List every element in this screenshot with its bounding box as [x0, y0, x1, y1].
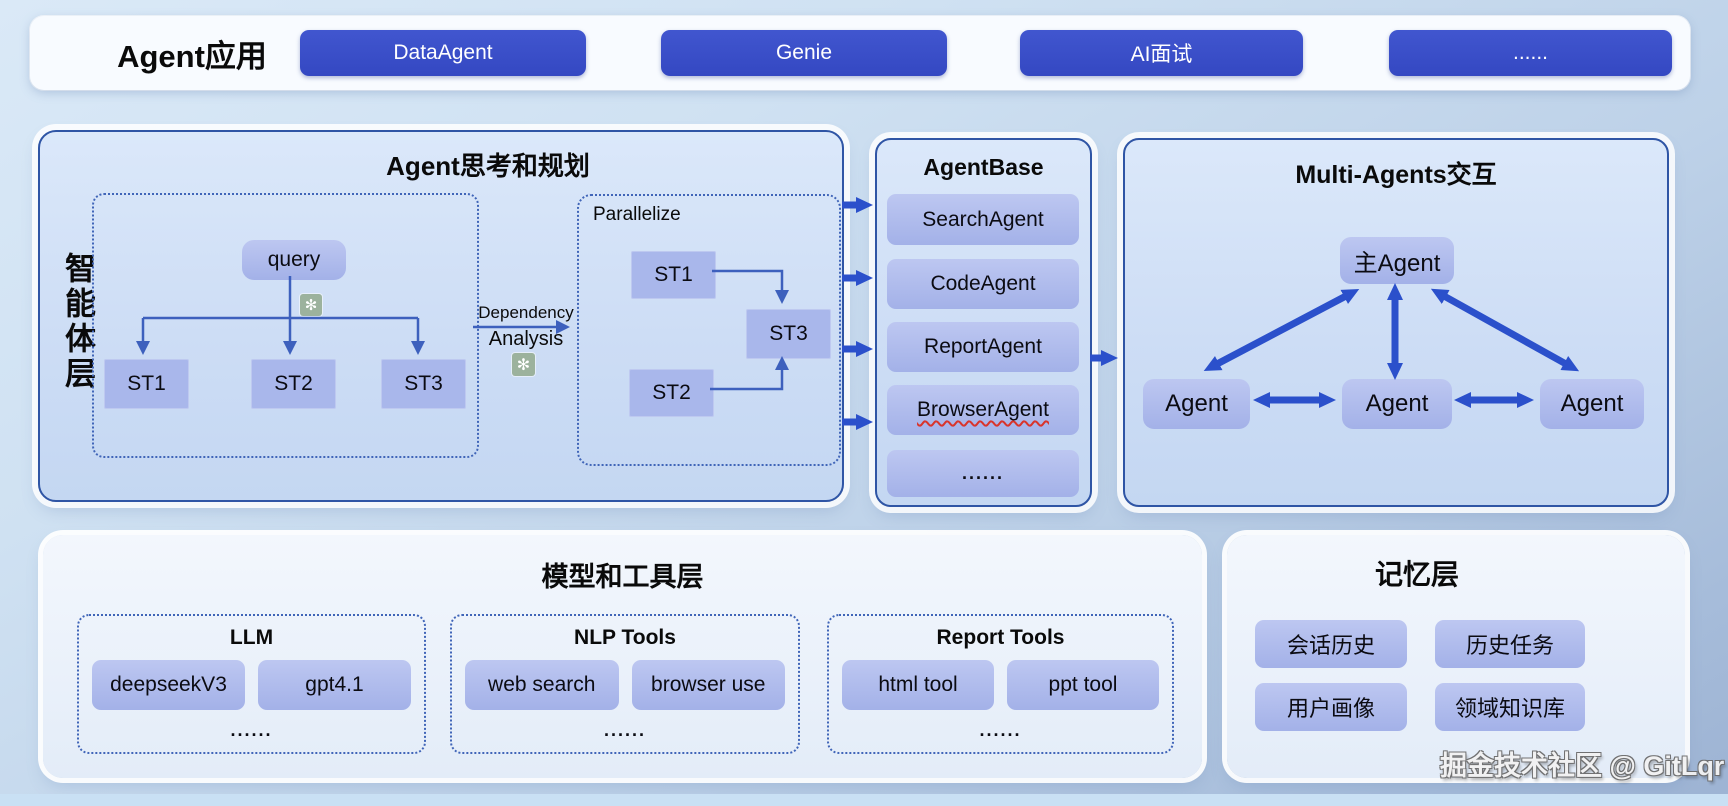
subtask-node-st2: ST2	[251, 359, 336, 409]
agentbase-item-browseragent: BrowserAgent	[887, 385, 1079, 435]
tool-chip-html-tool: html tool	[842, 660, 994, 710]
query-node: query	[242, 240, 346, 280]
memory-chip-domain-kb: 领域知识库	[1435, 683, 1585, 731]
tool-group-report: Report Tools html tool ppt tool ......	[827, 614, 1174, 754]
memory-chip-history-tasks: 历史任务	[1435, 620, 1585, 668]
agentbase-item-more: ......	[887, 450, 1079, 497]
agentbase-item-searchagent: SearchAgent	[887, 194, 1079, 245]
app-button-genie[interactable]: Genie	[661, 30, 947, 76]
agent-node-left: Agent	[1143, 379, 1250, 429]
tool-chip-gpt41: gpt4.1	[258, 660, 411, 710]
subtask-node-st3: ST3	[381, 359, 466, 409]
main-agent-node: 主Agent	[1340, 237, 1454, 284]
agent-node-right: Agent	[1540, 379, 1644, 429]
agent-planning-panel: Agent思考和规划 智能体层 query ST1 ST2 ST3 ✻ Depe…	[38, 130, 844, 502]
tool-group-report-title: Report Tools	[936, 626, 1065, 649]
agent-node-middle: Agent	[1342, 379, 1452, 429]
parallelize-st3: ST3	[746, 309, 831, 359]
tool-group-llm: LLM deepseekV3 gpt4.1 ......	[77, 614, 426, 754]
agentbase-title: AgentBase	[923, 154, 1044, 180]
planning-title: Agent思考和规划	[386, 151, 590, 181]
agentbase-panel: AgentBase SearchAgent CodeAgent ReportAg…	[875, 138, 1092, 507]
memory-chip-user-profile: 用户画像	[1255, 683, 1407, 731]
task-decompose-box: query ST1 ST2 ST3	[92, 193, 479, 458]
openai-icon-decompose: ✻	[300, 294, 322, 316]
memory-layer-title: 记忆层	[1374, 559, 1459, 590]
agent-layer-side-label: 智能体层	[60, 252, 95, 392]
parallelize-title: Parallelize	[593, 204, 681, 225]
tool-chip-browser-use: browser use	[631, 660, 785, 710]
watermark: 掘金技术社区 @ GitLqr	[1440, 751, 1725, 781]
memory-chip-session-history: 会话历史	[1255, 620, 1407, 668]
parallelize-box: Parallelize ST1 ST3 ST2	[577, 194, 841, 466]
dependency-analysis-label: Dependency Analysis	[468, 304, 584, 349]
agentbase-item-codeagent: CodeAgent	[887, 259, 1079, 309]
agent-apps-title: Agent应用	[117, 38, 267, 74]
tools-layer-title: 模型和工具层	[541, 562, 704, 592]
bottom-strip	[0, 794, 1728, 806]
tool-chip-web-search: web search	[465, 660, 619, 710]
agentbase-item-reportagent: ReportAgent	[887, 322, 1079, 372]
parallelize-st2: ST2	[629, 369, 714, 417]
multi-agents-panel: Multi-Agents交互 主Agent Agent Agent Agent	[1123, 138, 1669, 507]
tool-chip-deepseekv3: deepseekV3	[92, 660, 245, 710]
app-button-ai-interview[interactable]: AI面试	[1020, 30, 1303, 76]
app-button-dataagent[interactable]: DataAgent	[300, 30, 586, 76]
tool-group-nlp-title: NLP Tools	[574, 626, 676, 649]
agent-apps-bar: Agent应用 DataAgent Genie AI面试 ......	[30, 16, 1690, 90]
dependency-line2: Analysis	[488, 328, 564, 350]
multi-agents-title: Multi-Agents交互	[1295, 161, 1497, 189]
tool-group-llm-title: LLM	[229, 626, 274, 649]
app-button-more[interactable]: ......	[1389, 30, 1672, 76]
openai-icon-dependency: ✻	[512, 353, 535, 376]
memory-layer-panel: 记忆层 会话历史 历史任务 用户画像 领域知识库	[1227, 535, 1685, 778]
tool-group-nlp-more: ......	[603, 720, 646, 740]
tools-layer-panel: 模型和工具层 LLM deepseekV3 gpt4.1 ...... NLP …	[43, 535, 1202, 778]
tool-group-llm-more: ......	[230, 720, 273, 740]
subtask-node-st1: ST1	[104, 359, 189, 409]
tool-group-report-more: ......	[979, 720, 1022, 740]
tool-group-nlp: NLP Tools web search browser use ......	[450, 614, 800, 754]
dependency-line1: Dependency	[478, 303, 574, 322]
tool-chip-ppt-tool: ppt tool	[1007, 660, 1159, 710]
parallelize-st1: ST1	[631, 251, 716, 299]
